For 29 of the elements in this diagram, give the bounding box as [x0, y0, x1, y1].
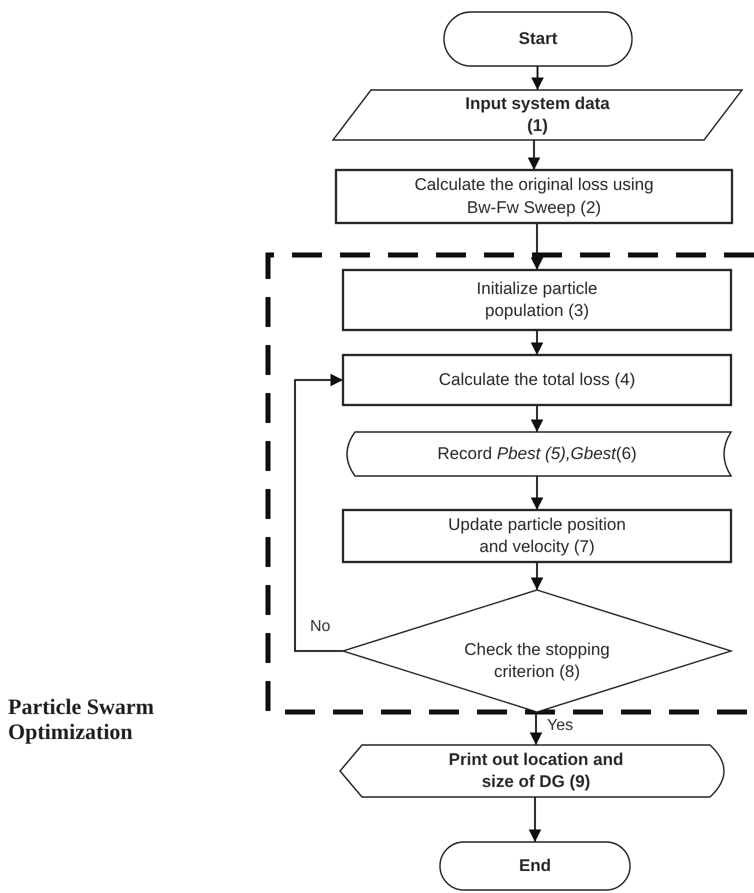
- arrow: [294, 374, 343, 652]
- process-box: [336, 170, 732, 223]
- group-title: Particle Swarm Optimization: [8, 694, 155, 745]
- node-label: End: [518, 854, 552, 877]
- node-label: Calculate the original loss using Bw-Fw Sweep (2): [413, 174, 655, 218]
- node-label: Check the stopping criterion (8): [463, 638, 611, 683]
- node-label: Record Pbest (5),Gbest(6): [437, 442, 637, 465]
- end-terminal: [440, 842, 630, 890]
- node-label: Initialize particle population (3): [476, 278, 598, 322]
- process-box: [343, 355, 731, 405]
- node-label: Print out location and size of DG (9): [448, 748, 624, 793]
- node-label: Update particle position and velocity (7): [447, 514, 627, 558]
- arrow: [530, 223, 544, 270]
- node-label: Start: [518, 28, 558, 50]
- arrow: [530, 476, 544, 510]
- arrow: [528, 140, 540, 170]
- start-terminal: [444, 12, 632, 66]
- arrow: [528, 797, 542, 842]
- process-box: [343, 270, 731, 330]
- input-parallelogram: [333, 90, 742, 140]
- process-box: [343, 510, 731, 562]
- arrow: [530, 405, 544, 432]
- decision-diamond: [343, 590, 731, 712]
- arrow: [530, 712, 542, 745]
- arrow: [530, 562, 544, 590]
- node-label: Calculate the total loss (4): [438, 368, 636, 391]
- node-label: Input system data (1): [464, 92, 611, 137]
- arrow: [530, 330, 544, 355]
- arrow: [531, 66, 544, 90]
